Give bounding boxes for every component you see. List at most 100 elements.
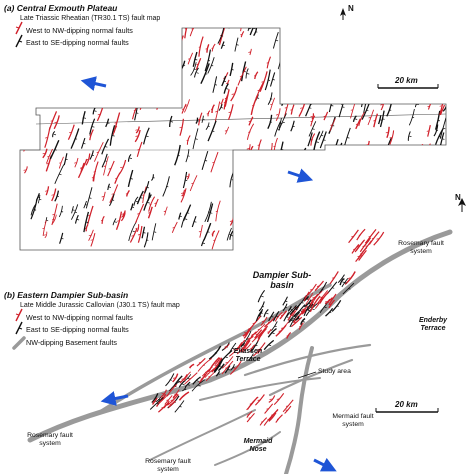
fault-tick: [338, 42, 341, 44]
east-dipping-fault: [308, 121, 317, 137]
fault-tick: [250, 356, 253, 359]
west-dipping-fault: [155, 28, 165, 44]
west-dipping-fault: [116, 69, 124, 84]
west-dipping-fault: [274, 311, 283, 322]
east-dipping-fault: [405, 176, 411, 192]
study-area-leader: [297, 371, 317, 379]
fault-tick: [178, 44, 181, 47]
panel-a-letter: (a): [4, 3, 15, 13]
fault-tick: [294, 321, 297, 323]
fault-tick: [200, 378, 203, 380]
east-dipping-fault: [365, 63, 369, 71]
west-dipping-fault: [238, 172, 244, 192]
fault-tick: [316, 302, 319, 304]
fault-tick: [386, 189, 389, 192]
fault-tick: [188, 58, 191, 60]
fault-tick: [287, 180, 290, 183]
fault-tick: [231, 93, 234, 95]
fault-tick: [352, 22, 354, 23]
east-dipping-fault: [144, 180, 150, 194]
legend-b-grey: NW-dipping Basement faults: [26, 338, 117, 347]
fault-tick: [162, 46, 165, 48]
fault-tick: [215, 111, 218, 113]
east-dipping-fault: [359, 193, 369, 214]
fault-tick: [131, 235, 134, 237]
west-dipping-fault: [291, 64, 297, 76]
west-dipping-fault: [198, 36, 204, 57]
fault-tick: [42, 152, 45, 155]
fault-tick: [427, 180, 430, 182]
east-dipping-fault: [107, 183, 111, 191]
west-dipping-fault: [354, 240, 365, 253]
fault-tick: [323, 115, 326, 117]
west-dipping-fault: [373, 113, 379, 128]
east-dipping-fault: [448, 20, 455, 41]
west-dipping-fault: [45, 186, 50, 196]
fault-tick: [196, 380, 199, 382]
fault-tick: [252, 20, 254, 21]
west-dipping-fault: [355, 118, 361, 130]
west-dipping-fault: [260, 316, 268, 326]
fault-tick: [409, 135, 412, 138]
panel-a-title-text: Central Exmouth Plateau: [16, 3, 118, 13]
fault-tick: [239, 243, 242, 245]
fault-tick: [135, 129, 138, 131]
west-dipping-fault: [411, 200, 416, 215]
fault-tick: [156, 36, 159, 38]
east-dipping-fault: [273, 176, 279, 187]
west-dipping-fault: [121, 210, 126, 218]
east-dipping-fault: [339, 62, 346, 75]
fault-tick: [313, 186, 316, 189]
fault-tick: [183, 388, 187, 390]
east-dipping-fault: [290, 120, 295, 132]
fault-tick: [248, 51, 251, 53]
west-dipping-fault: [88, 229, 94, 241]
fault-tick: [291, 69, 294, 72]
east-dipping-fault: [416, 184, 423, 206]
east-dipping-fault: [300, 317, 306, 325]
fault-tick: [437, 119, 440, 122]
west-dipping-fault: [275, 324, 287, 337]
east-dipping-fault: [407, 50, 416, 72]
fault-tick: [281, 148, 284, 151]
east-dipping-fault: [289, 31, 298, 49]
fault-tick: [266, 180, 270, 182]
east-dipping-fault: [287, 306, 292, 312]
west-dipping-fault: [237, 66, 247, 86]
west-dipping-fault: [186, 135, 191, 145]
fault-tick: [181, 192, 184, 194]
west-dipping-fault: [186, 173, 190, 180]
fault-tick: [74, 162, 77, 164]
east-dipping-fault: [195, 117, 199, 124]
fault-tick: [307, 46, 311, 48]
east-dipping-fault: [289, 311, 301, 328]
fault-tick: [114, 122, 117, 124]
fault-tick: [61, 237, 64, 240]
fault-tick: [111, 193, 114, 195]
fault-tick: [381, 186, 384, 189]
fault-tick: [207, 125, 210, 128]
east-dipping-fault: [29, 79, 35, 90]
west-dipping-fault: [293, 189, 301, 208]
fault-tick: [54, 48, 57, 50]
west-dipping-fault: [229, 360, 242, 375]
fault-tick: [51, 194, 54, 196]
fault-tick: [261, 295, 264, 298]
fault-tick: [211, 364, 214, 366]
east-dipping-fault: [276, 152, 282, 168]
west-dipping-fault: [197, 358, 213, 372]
west-dipping-fault: [313, 176, 319, 198]
fault-tick: [416, 167, 420, 169]
fault-tick: [299, 325, 302, 328]
fault-tick: [348, 288, 351, 290]
west-dipping-fault: [421, 183, 429, 204]
east-dipping-fault: [228, 28, 234, 29]
fault-tick: [92, 126, 95, 128]
east-dipping-fault: [374, 182, 382, 199]
fault-tick: [240, 33, 243, 36]
west-dipping-fault: [338, 190, 346, 212]
fault-tick: [365, 245, 368, 247]
fault-tick: [364, 203, 367, 205]
fault-tick: [121, 213, 124, 215]
east-dipping-fault: [54, 190, 60, 202]
